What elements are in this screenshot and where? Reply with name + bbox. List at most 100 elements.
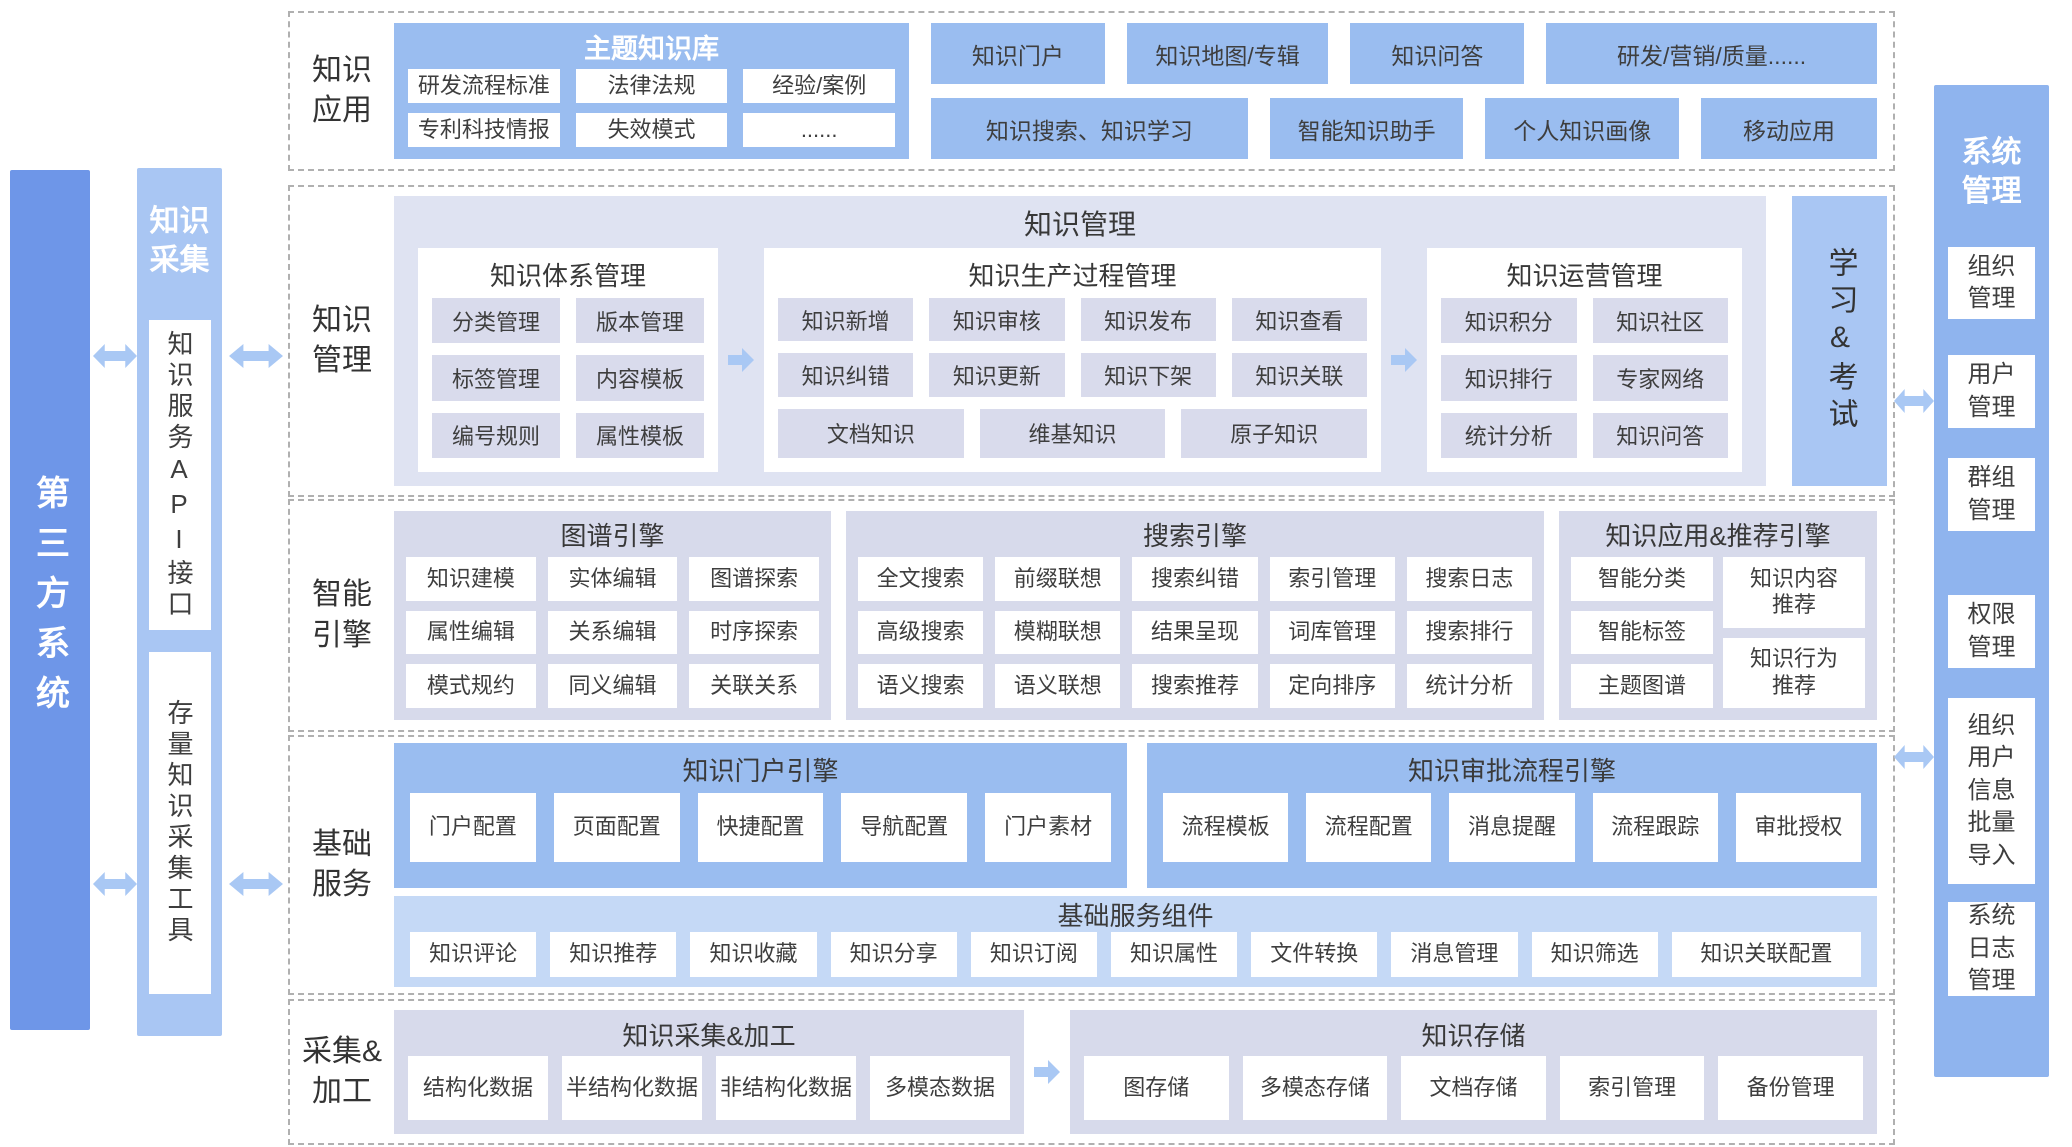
section-intelligent-engine: 智能 引擎 图谱引擎 知识建模实体编辑图谱探索属性编辑关系编辑时序探索模式规约同… [288, 499, 1895, 732]
panel-knowledge-operation-mgmt: 知识运营管理 知识积分知识社区知识排行专家网络统计分析知识问答 [1427, 248, 1742, 472]
approval-flow-item: 流程跟踪 [1592, 793, 1718, 862]
portal-engine-item: 页面配置 [553, 793, 680, 862]
gather-data-item: 多模态数据 [870, 1056, 1010, 1120]
topic-repo-item: 失效模式 [575, 113, 728, 147]
knowledge-operation-item: 统计分析 [1441, 412, 1577, 458]
topic-repo-item: 经验/案例 [743, 69, 895, 103]
graph-engine-item: 同义编辑 [547, 664, 678, 708]
knowledge-gather-title: 知识采集&加工 [622, 1021, 796, 1051]
graph-engine-item: 实体编辑 [547, 557, 678, 601]
knowledge-production-item: 知识更新 [929, 353, 1065, 397]
application-buttons-row2: 知识搜索、知识学习智能知识助手个人知识画像移动应用 [931, 98, 1877, 159]
base-service-item: 知识收藏 [690, 932, 817, 977]
section-label: 知识 管理 [312, 303, 372, 378]
search-engine-item: 语义搜索 [858, 664, 984, 708]
system-log-management-box: 系统 日志 管理 [1948, 902, 2035, 996]
search-engine-item: 前缀联想 [995, 557, 1121, 601]
knowledge-production-item: 知识新增 [778, 298, 914, 342]
search-engine-item: 索引管理 [1269, 557, 1395, 601]
reco-engine-item: 知识内容 推荐 [1723, 557, 1865, 628]
graph-engine-item: 图谱探索 [689, 557, 819, 601]
knowledge-operation-item: 知识社区 [1592, 298, 1728, 344]
approval-flow-item: 流程模板 [1163, 793, 1289, 862]
panel-knowledge-management: 知识管理 知识体系管理 分类管理版本管理标签管理内容模板编号规则属性模板 知识生… [394, 196, 1766, 486]
gather-data-item: 结构化数据 [408, 1056, 548, 1120]
knowledge-production-items: 知识新增知识审核知识发布知识查看知识纠错知识更新知识下架知识关联 [778, 298, 1367, 397]
approval-flow-engine-title: 知识审批流程引擎 [1407, 756, 1616, 786]
org-management-box: 组织 管理 [1948, 247, 2035, 319]
base-service-item: 知识订阅 [970, 932, 1097, 977]
panel-base-service-components: 基础服务组件 知识评论知识推荐知识收藏知识分享知识订阅知识属性文件转换消息管理知… [394, 896, 1877, 987]
panel-knowledge-production-process: 知识生产过程管理 知识新增知识审核知识发布知识查看知识纠错知识更新知识下架知识关… [764, 248, 1381, 472]
search-engine-item: 搜索日志 [1406, 557, 1532, 601]
knowledge-management-title: 知识管理 [1023, 209, 1136, 240]
knowledge-collection-column: 知识 采集 知识服务API接口 存量知识采集工具 [137, 168, 222, 1036]
panel-knowledge-system-mgmt: 知识体系管理 分类管理版本管理标签管理内容模板编号规则属性模板 [418, 248, 718, 472]
gather-data-item: 半结构化数据 [562, 1056, 702, 1120]
double-arrow-icon [229, 869, 283, 899]
application-block: 移动应用 [1700, 98, 1877, 159]
knowledge-storage-items: 图存储多模态存储文档存储索引管理备份管理 [1084, 1056, 1863, 1120]
topic-repo-item: ...... [743, 113, 895, 147]
flow-arrow-icon [1024, 1057, 1070, 1087]
search-engine-item: 统计分析 [1406, 664, 1532, 708]
knowledge-storage-title: 知识存储 [1421, 1021, 1526, 1051]
knowledge-production-item: 维基知识 [979, 408, 1166, 458]
third-party-system-column: 第三方系统 [10, 170, 90, 1030]
knowledge-operation-items: 知识积分知识社区知识排行专家网络统计分析知识问答 [1441, 298, 1728, 458]
panel-topic-knowledge-repo: 主题知识库 研发流程标准法律法规经验/案例专利科技情报失效模式...... [394, 23, 909, 159]
graph-engine-item: 模式规约 [406, 664, 536, 708]
storage-item: 索引管理 [1559, 1056, 1705, 1120]
section-knowledge-management: 知识 管理 知识管理 知识体系管理 分类管理版本管理标签管理内容模板编号规则属性… [288, 185, 1895, 497]
search-engine-item: 全文搜索 [858, 557, 984, 601]
stock-knowledge-collect-tool-label: 存量知识采集工具 [164, 699, 194, 947]
storage-item: 图存储 [1084, 1056, 1229, 1120]
group-management-box: 群组 管理 [1948, 458, 2035, 531]
learning-exam-column: 学习&考试 [1792, 196, 1887, 486]
topic-repo-item: 法律法规 [575, 69, 728, 103]
application-buttons: 知识门户知识地图/专辑知识问答研发/营销/质量...... 知识搜索、知识学习智… [931, 23, 1877, 159]
section-label: 采集& 加工 [301, 1034, 382, 1109]
storage-item: 文档存储 [1401, 1056, 1546, 1120]
section-label: 基础 服务 [312, 827, 372, 902]
base-service-item: 知识评论 [410, 932, 537, 977]
search-engine-item: 词库管理 [1269, 610, 1395, 655]
base-service-item: 知识分享 [830, 932, 957, 977]
base-service-item: 消息管理 [1391, 932, 1518, 977]
double-arrow-icon [1894, 742, 1934, 772]
graph-engine-item: 关系编辑 [547, 610, 678, 655]
stock-knowledge-collect-tool-box: 存量知识采集工具 [148, 652, 211, 994]
topic-knowledge-repo-items: 研发流程标准法律法规经验/案例专利科技情报失效模式...... [408, 69, 895, 147]
knowledge-operation-item: 知识排行 [1441, 355, 1577, 401]
search-engine-items: 全文搜索前缀联想搜索纠错索引管理搜索日志高级搜索模糊联想结果呈现词库管理搜索排行… [858, 557, 1532, 708]
knowledge-collection-title: 知识 采集 [149, 205, 210, 277]
search-engine-item: 搜索纠错 [1132, 557, 1258, 601]
search-engine-item: 模糊联想 [995, 610, 1121, 655]
flow-arrow-icon [718, 248, 764, 472]
storage-item: 备份管理 [1718, 1056, 1863, 1120]
section-collection-processing: 采集& 加工 知识采集&加工 结构化数据半结构化数据非结构化数据多模态数据 知识… [288, 999, 1895, 1145]
application-block: 研发/营销/质量...... [1546, 23, 1877, 84]
knowledge-system-mgmt-items: 分类管理版本管理标签管理内容模板编号规则属性模板 [432, 298, 704, 458]
reco-engine-right-items: 知识内容 推荐知识行为 推荐 [1723, 557, 1865, 708]
application-block: 知识门户 [931, 23, 1105, 84]
graph-engine-title: 图谱引擎 [560, 521, 665, 551]
knowledge-system-mgmt-title: 知识体系管理 [489, 261, 646, 291]
double-arrow-icon [93, 869, 137, 899]
graph-engine-item: 关联关系 [689, 664, 819, 708]
section-base-services: 基础 服务 知识门户引擎 门户配置页面配置快捷配置导航配置门户素材 知识审批流程… [288, 735, 1895, 995]
reco-engine-item: 智能标签 [1571, 610, 1713, 655]
knowledge-system-item: 内容模板 [576, 355, 704, 401]
topic-repo-item: 研发流程标准 [408, 69, 560, 103]
storage-item: 多模态存储 [1242, 1056, 1388, 1120]
search-engine-item: 结果呈现 [1132, 610, 1258, 655]
topic-repo-item: 专利科技情报 [408, 113, 560, 147]
base-service-components-items: 知识评论知识推荐知识收藏知识分享知识订阅知识属性文件转换消息管理知识筛选知识关联… [410, 932, 1861, 977]
portal-engine-item: 快捷配置 [697, 793, 824, 862]
base-service-item: 知识推荐 [550, 932, 677, 977]
knowledge-system-item: 编号规则 [432, 412, 560, 458]
double-arrow-icon [229, 341, 283, 371]
portal-engine-title: 知识门户引擎 [682, 756, 839, 786]
panel-graph-engine: 图谱引擎 知识建模实体编辑图谱探索属性编辑关系编辑时序探索模式规约同义编辑关联关… [394, 511, 831, 720]
knowledge-gather-items: 结构化数据半结构化数据非结构化数据多模态数据 [408, 1056, 1010, 1120]
